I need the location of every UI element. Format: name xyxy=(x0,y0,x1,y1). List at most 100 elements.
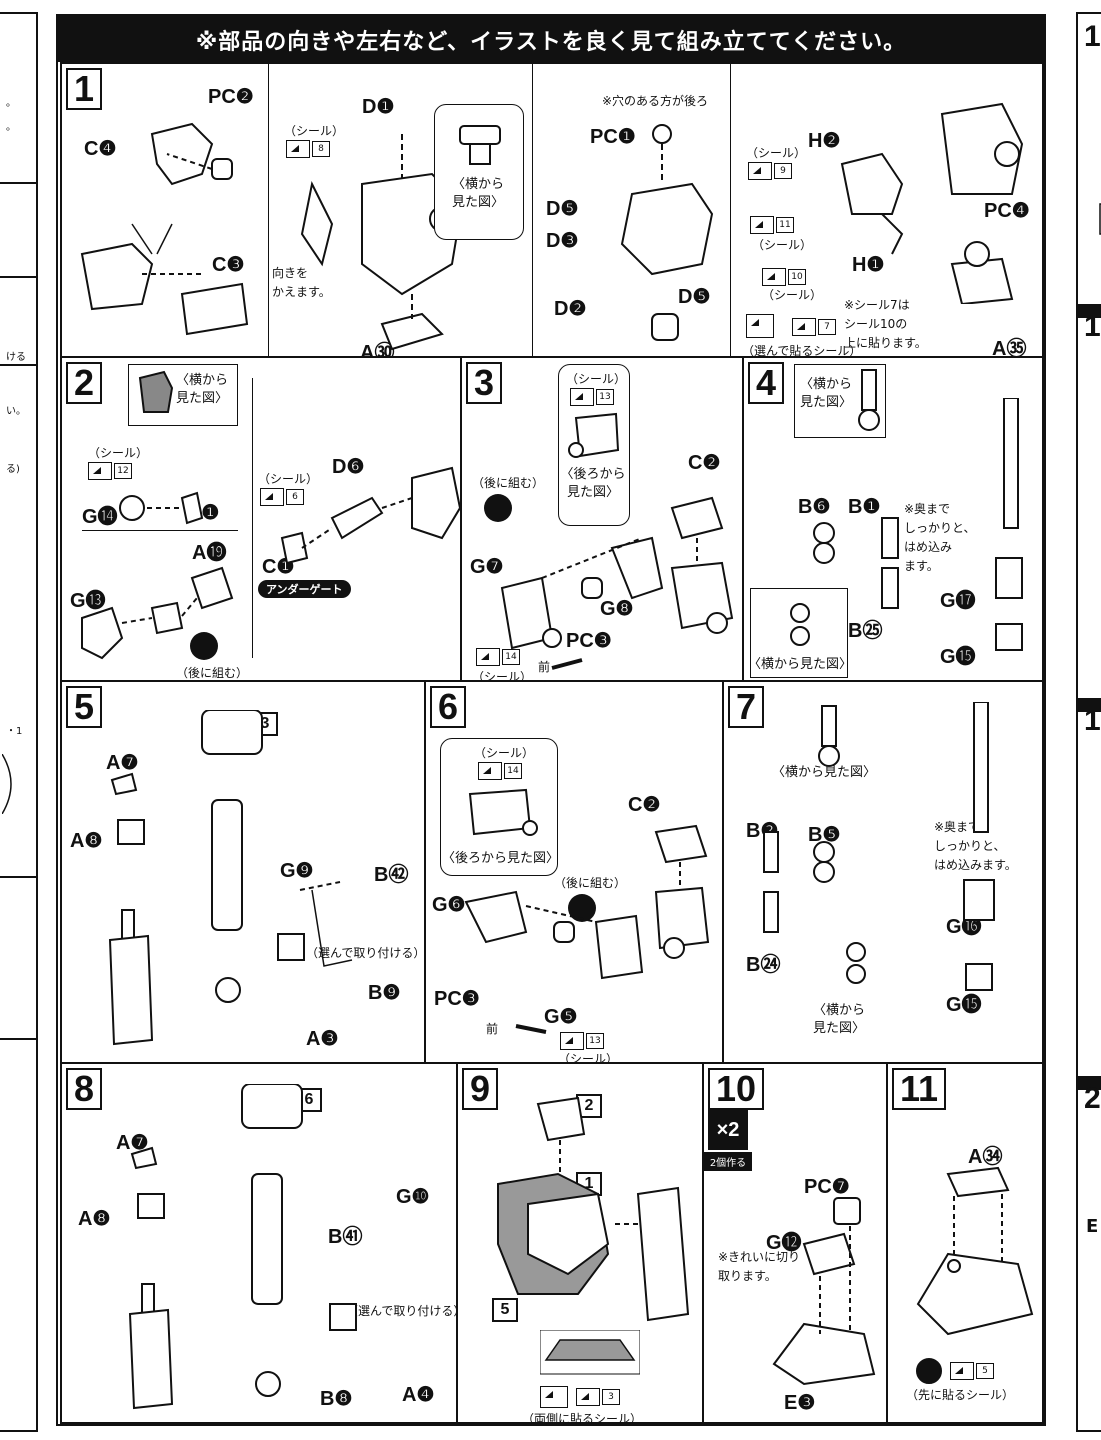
front-label: 前 xyxy=(538,660,551,674)
later-assembly-icon xyxy=(484,494,512,522)
step-ref: 5 xyxy=(492,1298,518,1322)
part-label: G⓮ xyxy=(82,506,118,528)
left-fragment: ける xyxy=(6,352,26,363)
make-two-caption: 2個作る xyxy=(704,1152,752,1171)
part-label: B❾ xyxy=(368,982,401,1004)
part-label: C❸ xyxy=(212,254,245,276)
left-fragment: い。 xyxy=(6,406,26,417)
part-label: H❷ xyxy=(808,130,841,152)
header-banner: ※部品の向きや左右など、イラストを良く見て組み立ててください。 xyxy=(58,16,1044,62)
right-step-number: 12 xyxy=(1084,20,1101,53)
later-note: （後に組む） xyxy=(176,666,249,680)
part-label: C❹ xyxy=(84,138,117,160)
part-label: A⓳ xyxy=(192,542,227,564)
part-label: A❼ xyxy=(106,752,139,774)
sticker-number: 5 xyxy=(976,1363,994,1379)
part-label: B❻ xyxy=(798,496,831,518)
sticker-number: 12 xyxy=(114,463,132,479)
part-label: G❿ xyxy=(396,1186,430,1208)
back-plate-art xyxy=(568,412,620,458)
part-label: C❷ xyxy=(688,452,721,474)
step-7-panel: 7 〈横から見た図〉 B❷ B❺ B㉔ ※奥まで しっかりと、 はめ込みます。 … xyxy=(722,680,1044,1064)
joint-side-art xyxy=(858,369,880,431)
step-4-panel: 4 〈横から見た図〉 B❻ B❶ B㉕ ※奥まで しっかりと、 はめ込み ます。… xyxy=(742,356,1044,682)
step-number: 7 xyxy=(728,686,765,728)
step-number: 8 xyxy=(66,1068,103,1110)
both-sides-note: （両側に貼るシール） xyxy=(522,1412,643,1424)
part-label: D❺ xyxy=(546,198,579,220)
part-label: G⓯ xyxy=(940,646,976,668)
sticker-number: 13 xyxy=(596,389,614,405)
left-divider xyxy=(0,876,36,878)
panel-divider xyxy=(82,530,238,531)
step-number: 3 xyxy=(466,362,503,404)
left-arc-shape xyxy=(2,754,12,814)
hole-note: ※穴のある方が後ろ xyxy=(602,94,709,108)
first-sticker-icon xyxy=(916,1358,942,1384)
part-label: D❺ xyxy=(678,286,711,308)
sticker-icon xyxy=(750,216,774,234)
side-view-caption: 〈横から見た図〉 xyxy=(748,657,853,672)
step-9-panel: 9 2 1 5 3 （両側に貼るシール） xyxy=(456,1062,704,1424)
sticker-caption: （シール） xyxy=(566,372,627,386)
sticker-icon xyxy=(576,1388,600,1406)
left-divider xyxy=(0,1038,36,1040)
back-view-caption: 〈後ろから見た図〉 xyxy=(560,467,626,500)
sticker-number: 3 xyxy=(602,1389,620,1405)
part-label: B㉔ xyxy=(746,954,781,976)
instruction-page: ※部品の向きや左右など、イラストを良く見て組み立ててください。 1 PC❷ C❹… xyxy=(56,14,1046,1426)
side-view-caption: 〈横から見た図〉 xyxy=(771,765,876,780)
sticker-number: 11 xyxy=(776,217,794,233)
step-6-panel: 6 （シール） 14 〈後ろから見た図〉 C❷ （後に組む） G❻ PC❸ G❺… xyxy=(424,680,724,1064)
right-divider xyxy=(1078,304,1101,318)
part-label: G⓰ xyxy=(946,916,982,938)
step-8-panel: 8 A❼ A❽ 6 G❿ B㊶ （選んで取り付ける） B❽ A❹ xyxy=(60,1062,458,1424)
left-divider xyxy=(0,276,36,278)
sticker-number: 13 xyxy=(586,1033,604,1049)
right-page-edge: 12 1C 19 2 E xyxy=(1076,12,1101,1432)
choose-note: （選んで取り付ける） xyxy=(346,1304,458,1318)
part-label: G❼ xyxy=(470,556,504,578)
step-number: 9 xyxy=(462,1068,499,1110)
upper-arm-art xyxy=(108,710,353,1046)
cut-note: ※きれいに切り 取ります。 xyxy=(718,1250,801,1283)
later-note: （後に組む） xyxy=(554,876,627,890)
part-label: B㊷ xyxy=(374,864,409,886)
part-label: D❶ xyxy=(362,96,395,118)
foot-assembly-art xyxy=(916,1166,1034,1336)
header-title: ※部品の向きや左右など、イラストを良く見て組み立ててください。 xyxy=(195,30,907,55)
sticker-icon xyxy=(560,1032,584,1050)
sticker-number: 6 xyxy=(286,489,304,505)
choose-note: （選んで取り付ける） xyxy=(306,946,426,960)
part-label: A㉚ xyxy=(360,342,395,358)
sticker-caption: （シール） xyxy=(88,446,149,460)
left-page-edge: 。 。 ける い。 る) ・1 xyxy=(0,12,38,1432)
torso-assembly-art xyxy=(497,1096,690,1322)
step-number: 5 xyxy=(66,686,103,728)
sticker-icon xyxy=(88,462,112,480)
sticker-strip-art xyxy=(540,1330,640,1375)
part-label: PC❹ xyxy=(984,200,1030,222)
sticker-icon xyxy=(570,388,594,406)
back-view-caption: 〈後ろから見た図〉 xyxy=(442,851,560,866)
side-view-caption: 〈横から見た図〉 xyxy=(812,1003,865,1036)
sticker-caption: （シール） xyxy=(474,746,535,760)
choose-note: （選んで貼るシール） xyxy=(742,344,862,358)
make-two-badge: ×2 xyxy=(708,1110,748,1150)
part-label: G❽ xyxy=(600,598,634,620)
orient-note: 向きを かえます。 xyxy=(272,266,331,299)
step-1-panel: 1 PC❷ C❹ C❸ （シール） 8 D❶ A㉚ 向きを かえます。 xyxy=(60,62,1044,358)
left-fragment: る) xyxy=(6,464,20,475)
part-label: B❺ xyxy=(808,824,841,846)
step-number: 11 xyxy=(892,1068,947,1110)
left-fragment: ・1 xyxy=(6,726,23,737)
part-label: A❼ xyxy=(116,1132,149,1154)
part-label: G❺ xyxy=(544,1006,578,1028)
helmet-part-art xyxy=(280,466,460,565)
part-label: G⓱ xyxy=(940,590,976,612)
left-fragment: 。 xyxy=(6,122,16,133)
part-label: A❽ xyxy=(70,830,103,852)
part-label: D❻ xyxy=(332,456,365,478)
sticker-icon xyxy=(260,488,284,506)
forearm-part-art xyxy=(464,824,710,1034)
